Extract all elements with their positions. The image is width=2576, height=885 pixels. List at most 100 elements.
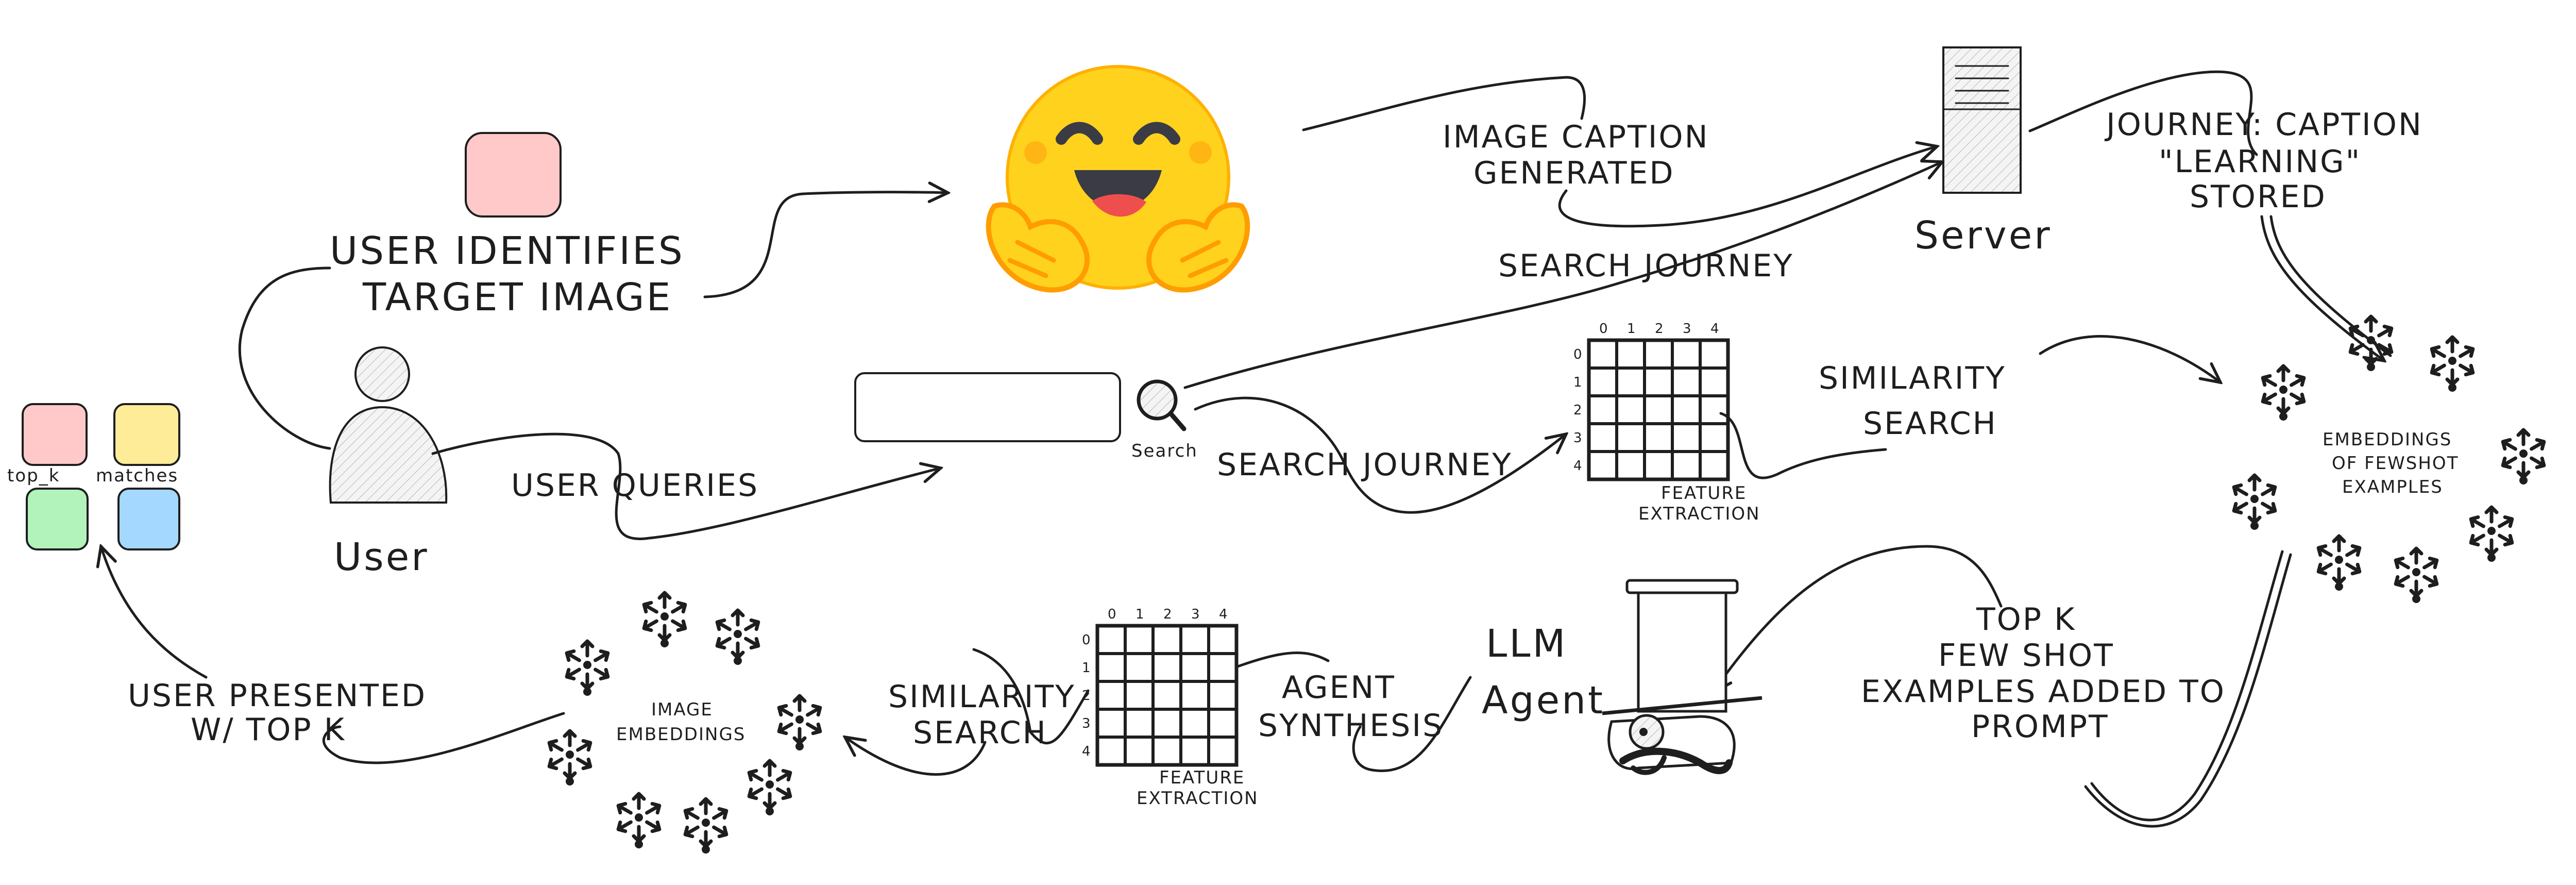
- embedding-cluster-icon: [747, 761, 793, 815]
- user-presented-line1: USER PRESENTED: [128, 678, 427, 714]
- llm-agent-line1: LLM: [1486, 622, 1567, 666]
- similarity-lower-line2: SEARCH: [913, 715, 1047, 751]
- grid-column-label: 1: [1627, 321, 1636, 337]
- grid-row-label: 1: [1082, 660, 1091, 676]
- grid-row-label: 2: [1573, 403, 1582, 418]
- agent-to-synthesis-connector: [1352, 676, 1472, 773]
- embedding-cluster-icon: [2231, 475, 2278, 530]
- similarity-upper-line2: SEARCH: [1863, 406, 1997, 442]
- grid-column-label: 4: [1710, 321, 1719, 337]
- image-embeddings-to-user-connector: [322, 712, 565, 764]
- search-input[interactable]: [854, 372, 1121, 442]
- hf-to-caption-connector: [1302, 76, 1586, 131]
- embedding-cluster-icon: [564, 641, 611, 696]
- fewshot-to-topk-connector: [2090, 550, 2284, 822]
- grid-row-label: 3: [1573, 430, 1582, 446]
- grid-row-label: 3: [1082, 716, 1091, 731]
- image-embeddings-line2: EMBEDDINGS: [616, 724, 745, 745]
- journey-store-line2: "LEARNING": [2159, 144, 2361, 180]
- grid-column-label: 0: [1108, 607, 1116, 622]
- top-hat-agent-icon: [1602, 579, 1762, 775]
- grid-column-label: 3: [1191, 607, 1200, 622]
- journey-store-line3: STORED: [2190, 179, 2327, 215]
- legend-green-swatch: [26, 488, 89, 550]
- agent-synthesis-line1: AGENT: [1282, 670, 1396, 706]
- grid-column-label: 2: [1163, 607, 1172, 622]
- legend-matches-label: matches: [96, 465, 178, 486]
- grid-row-label: 4: [1573, 458, 1582, 474]
- feature-lower-line2: EXTRACTION: [1137, 788, 1259, 809]
- grid-column-label: 3: [1683, 321, 1691, 337]
- grid-row-label: 0: [1573, 347, 1582, 362]
- embedding-cluster-icon: [641, 593, 688, 647]
- fewshot-embeddings-line2: OF FEWSHOT: [2332, 453, 2459, 474]
- similarity-upper-line1: SIMILARITY: [1819, 360, 2006, 396]
- embedding-cluster-icon: [2393, 548, 2439, 603]
- topk-to-agent-arrow: [1713, 545, 2003, 693]
- server-label: Server: [1914, 213, 2052, 258]
- server-to-journey-connector: [2028, 70, 2258, 156]
- server-icon: [1942, 46, 2022, 194]
- fewshot-to-topk-connector-shadow: [2084, 553, 2292, 828]
- embedding-cluster-icon: [616, 794, 662, 848]
- user-identifies-line2: TARGET IMAGE: [362, 275, 672, 320]
- caption-line2: GENERATED: [1473, 155, 1675, 191]
- user-presented-line2: W/ TOP K: [191, 712, 346, 748]
- target-image-icon: [465, 132, 562, 218]
- embedding-cluster-icon: [683, 799, 729, 854]
- embedding-cluster-icon: [2429, 337, 2476, 392]
- caption-to-server-arrow: [1558, 146, 1937, 228]
- hugging-face-icon: [986, 65, 1250, 293]
- grid-frame: [1095, 624, 1239, 767]
- grid-column-label: 4: [1219, 607, 1228, 622]
- user-queries-label: USER QUERIES: [511, 467, 759, 504]
- grid-frame: [1587, 338, 1730, 481]
- legend: top_k matches: [7, 403, 180, 550]
- legend-pink-swatch: [22, 403, 88, 466]
- user-head-icon: [354, 346, 410, 402]
- llm-agent-line2: Agent: [1482, 678, 1605, 723]
- feature-upper-line1: FEATURE: [1661, 483, 1747, 504]
- embedding-cluster-icon: [2348, 316, 2394, 371]
- topk-prompt-line4: PROMPT: [1971, 709, 2109, 745]
- embedding-cluster-icon: [547, 731, 593, 786]
- user-identifies-line1: USER IDENTIFIES: [330, 229, 685, 273]
- user-figure: User: [329, 346, 448, 579]
- user-presented-to-legend-arrow: [101, 546, 208, 679]
- search-magnifier-icon[interactable]: [1137, 379, 1187, 431]
- similarity-to-fewshot-arrow: [2039, 335, 2221, 382]
- caption-line1: IMAGE CAPTION: [1443, 119, 1709, 155]
- grid-column-label: 0: [1599, 321, 1608, 337]
- grid-row-label: 4: [1082, 744, 1091, 759]
- search-to-server-arrow: [1183, 162, 1942, 389]
- embedding-cluster-icon: [2316, 536, 2362, 591]
- agent-synthesis-line2: SYNTHESIS: [1258, 708, 1444, 744]
- fewshot-embeddings-line3: EXAMPLES: [2342, 477, 2443, 497]
- image-embeddings-cluster: [547, 593, 823, 854]
- search-journey-label: SEARCH JOURNEY: [1217, 447, 1513, 483]
- embedding-cluster-icon: [776, 696, 823, 750]
- similarity-to-image-embeddings-arrow: [845, 737, 987, 776]
- feature-lower-line1: FEATURE: [1159, 767, 1245, 788]
- image-embeddings-line1: IMAGE: [651, 699, 713, 720]
- legend-yellow-swatch: [113, 403, 180, 466]
- embedding-cluster-icon: [715, 610, 761, 665]
- similarity-lower-line1: SIMILARITY: [888, 679, 1076, 715]
- feature-upper-line2: EXTRACTION: [1638, 504, 1760, 524]
- grid-to-similarity-lower-connector: [972, 648, 1090, 745]
- journey-to-fewshot-arrow: [2260, 215, 2384, 361]
- user-body-icon: [329, 406, 448, 504]
- fewshot-embeddings-line1: EMBEDDINGS: [2323, 429, 2452, 450]
- user-queries-arrow: [431, 432, 941, 540]
- server-search-journey-label: SEARCH JOURNEY: [1498, 248, 1794, 284]
- search-to-feature-arrow: [1194, 396, 1566, 514]
- embedding-cluster-icon: [2468, 507, 2515, 562]
- journey-to-fewshot-arrow-shadow: [2269, 215, 2392, 357]
- grid-column-label: 2: [1655, 321, 1664, 337]
- topk-prompt-line3: EXAMPLES ADDED TO: [1861, 674, 2226, 710]
- journey-store-line1: JOURNEY: CAPTION: [2104, 107, 2423, 143]
- legend-blue-swatch: [117, 488, 180, 550]
